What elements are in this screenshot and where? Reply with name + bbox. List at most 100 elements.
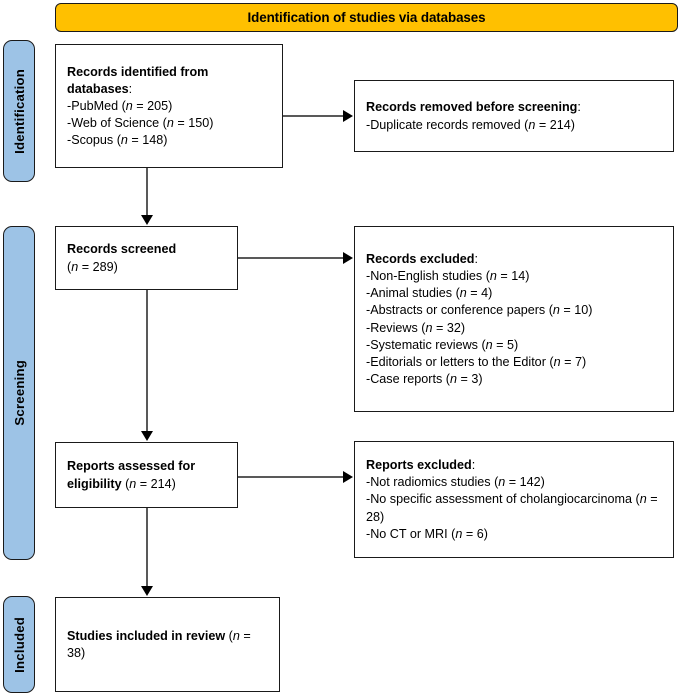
stage-label-identification-text: Identification [11,68,27,154]
item-text: -No specific assessment of cholangiocarc… [366,492,640,507]
box-records-identified-item: -Scopus (n = 148) [67,132,271,149]
item-text: -Editorials or letters to the Editor ( [366,354,554,369]
box-studies-included-heading-text: Studies included in review [67,628,226,643]
item-value: = 28) [366,492,658,524]
box-records-excluded: Records excluded: -Non-English studies (… [354,226,674,412]
item-value: = 7) [560,354,587,369]
box-records-excluded-item: -Animal studies (n = 4) [366,285,662,302]
item-text: -Reviews ( [366,320,426,335]
item-n: n [455,526,463,541]
item-text: -PubMed ( [67,98,126,113]
connector-line [146,508,148,587]
box-records-identified-item: -PubMed (n = 205) [67,98,271,115]
item-value: = 142) [505,475,545,490]
item-text: -Web of Science ( [67,116,167,131]
item-value: = 6) [462,526,488,541]
count-open: ( [225,628,233,643]
item-n: n [498,475,506,490]
stage-label-screening-text: Screening [11,360,27,426]
box-studies-included-heading: Studies included in review (n = 38) [67,628,268,662]
box-reports-excluded-heading: Reports excluded: [366,457,662,474]
item-n: n [129,476,137,491]
arrowhead-down-icon [141,215,153,225]
box-records-excluded-item: -Abstracts or conference papers (n = 10) [366,302,662,319]
arrowhead-right-icon [343,252,353,264]
item-text: -Scopus ( [67,133,121,148]
arrowhead-down-icon [141,586,153,596]
box-reports-excluded-item: -Not radiomics studies (n = 142) [366,474,662,491]
box-records-excluded-heading-suffix: : [474,252,479,267]
box-records-excluded-heading-text: Records excluded [366,252,475,267]
connector-line [283,115,344,117]
box-records-removed-heading-text: Records removed before screening [366,100,578,115]
item-n: n [528,117,536,132]
stage-label-screening: Screening [3,226,35,560]
box-reports-assessed-eligibility-heading-text: Reports assessed for eligibility [67,459,196,491]
box-records-identified-heading-suffix: : [128,81,133,96]
box-records-screened: Records screened (n = 289) [55,226,238,290]
item-value: = 5) [492,337,519,352]
item-value: = 32) [432,320,466,335]
box-records-identified-heading-text: Records identified from databases [67,64,209,96]
item-n: n [232,628,240,643]
count-close: = 214) [136,476,176,491]
box-records-identified-heading: Records identified from databases: [67,64,271,98]
item-text: -Systematic reviews ( [366,337,486,352]
count-close: = 289) [78,259,118,274]
item-value: = 4) [466,286,493,301]
box-records-excluded-item: -Case reports (n = 3) [366,371,662,388]
box-reports-excluded: Reports excluded: -Not radiomics studies… [354,441,674,558]
connector-line [238,257,344,259]
item-n: n [639,492,647,507]
box-reports-excluded-heading-suffix: : [471,458,476,473]
connector-line [146,168,148,216]
box-reports-excluded-heading-text: Reports excluded [366,458,472,473]
item-text: -Abstracts or conference papers ( [366,303,553,318]
item-n: n [120,133,128,148]
item-n: n [425,320,433,335]
item-value: = 205) [132,98,173,113]
item-text: -No CT or MRI ( [366,526,456,541]
box-reports-excluded-item: -No CT or MRI (n = 6) [366,526,662,543]
box-records-screened-count: (n = 289) [67,259,226,276]
box-records-removed-heading: Records removed before screening: [366,99,662,116]
count-open: ( [121,476,130,491]
box-records-removed: Records removed before screening: -Dupli… [354,80,674,152]
item-n: n [552,303,560,318]
box-records-screened-heading-text: Records screened [67,242,177,257]
count-open: ( [67,259,72,274]
box-records-identified: Records identified from databases: -PubM… [55,44,283,168]
item-value: = 150) [173,116,214,131]
box-reports-excluded-item: -No specific assessment of cholangiocarc… [366,491,662,525]
item-value: = 3) [457,371,483,386]
item-text: -Duplicate records removed ( [366,117,529,132]
item-n: n [449,371,457,386]
box-records-screened-heading: Records screened [67,241,226,258]
count-close: = 38) [67,628,251,660]
item-n: n [125,98,133,113]
arrowhead-right-icon [343,110,353,122]
connector-line [146,290,148,432]
box-records-excluded-heading: Records excluded: [366,251,662,268]
box-reports-assessed-eligibility: Reports assessed for eligibility (n = 21… [55,442,238,508]
box-records-removed-heading-suffix: : [577,100,581,115]
arrowhead-down-icon [141,431,153,441]
item-value: = 148) [127,133,168,148]
stage-label-included: Included [3,596,35,693]
item-n: n [166,116,174,131]
arrowhead-right-icon [343,471,353,483]
banner-label: Identification of studies via databases [247,10,486,25]
connector-line [238,476,344,478]
item-text: -Non-English studies ( [366,269,490,284]
item-n: n [71,259,79,274]
item-n: n [459,286,467,301]
stage-label-included-text: Included [11,616,27,673]
item-value: = 214) [535,117,575,132]
item-value: = 10) [559,303,593,318]
banner-identification-databases: Identification of studies via databases [55,3,678,32]
item-n: n [553,354,561,369]
box-records-excluded-item: -Reviews (n = 32) [366,320,662,337]
box-records-excluded-item: -Non-English studies (n = 14) [366,268,662,285]
box-records-excluded-item: -Systematic reviews (n = 5) [366,337,662,354]
